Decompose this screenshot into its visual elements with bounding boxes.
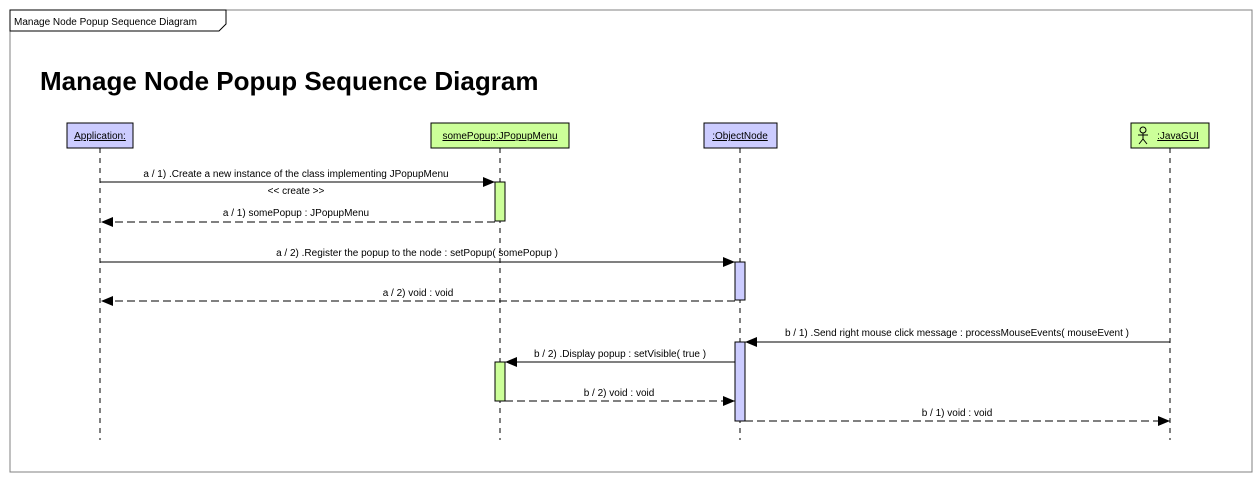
activation-objectnode-2 bbox=[734, 341, 746, 422]
message-return-void-b2[interactable]: b / 2) void : void bbox=[505, 388, 735, 406]
actor-icon bbox=[1138, 126, 1148, 145]
message-label: a / 2) void : void bbox=[383, 288, 454, 299]
arrowhead-filled bbox=[101, 217, 113, 227]
arrowhead-filled bbox=[101, 296, 113, 306]
message-label: a / 2) .Register the popup to the node :… bbox=[276, 248, 558, 259]
lifeline-application[interactable]: Application: bbox=[66, 122, 134, 440]
message-return-somepopup[interactable]: a / 1) somePopup : JPopupMenu bbox=[101, 208, 495, 227]
message-label: a / 1) .Create a new instance of the cla… bbox=[143, 169, 448, 180]
frame-tab bbox=[9, 9, 227, 32]
activation-somepopup-1 bbox=[494, 181, 506, 222]
message-label: b / 2) void : void bbox=[584, 388, 655, 399]
arrowhead-filled bbox=[723, 396, 735, 406]
arrowhead-filled bbox=[745, 337, 757, 347]
message-label: b / 1) void : void bbox=[922, 408, 993, 419]
lifeline-label-objectnode: :ObjectNode bbox=[712, 131, 768, 142]
frame-tab-title: Manage Node Popup Sequence Diagram bbox=[14, 17, 197, 28]
lifeline-label-javagui: :JavaGUI bbox=[1157, 131, 1199, 142]
message-label: b / 1) .Send right mouse click message :… bbox=[785, 328, 1129, 339]
lifeline-somepopup[interactable]: somePopup:JPopupMenu bbox=[430, 122, 570, 440]
lifeline-head-objectnode[interactable] bbox=[703, 122, 778, 149]
lifeline-label-somepopup: somePopup:JPopupMenu bbox=[442, 131, 557, 142]
lifeline-label-application: Application: bbox=[74, 131, 126, 142]
message-process-mouse-events[interactable]: b / 1) .Send right mouse click message :… bbox=[745, 328, 1170, 347]
diagram-frame bbox=[9, 9, 1253, 473]
diagram-title: Manage Node Popup Sequence Diagram bbox=[40, 66, 538, 96]
message-set-popup[interactable]: a / 2) .Register the popup to the node :… bbox=[100, 248, 735, 267]
message-return-void-b1[interactable]: b / 1) void : void bbox=[745, 408, 1170, 426]
message-create-popup[interactable]: a / 1) .Create a new instance of the cla… bbox=[100, 169, 495, 197]
message-label: a / 1) somePopup : JPopupMenu bbox=[223, 208, 369, 219]
lifeline-head-somepopup[interactable] bbox=[430, 122, 570, 149]
message-stereotype: << create >> bbox=[268, 186, 325, 197]
arrowhead-filled bbox=[723, 257, 735, 267]
arrowhead-filled bbox=[1158, 416, 1170, 426]
message-label: b / 2) .Display popup : setVisible( true… bbox=[534, 349, 706, 360]
activation-objectnode-1 bbox=[734, 261, 746, 301]
message-set-visible[interactable]: b / 2) .Display popup : setVisible( true… bbox=[505, 349, 735, 367]
arrowhead-filled bbox=[505, 357, 517, 367]
arrowhead-filled bbox=[483, 177, 495, 187]
message-return-void-a2[interactable]: a / 2) void : void bbox=[101, 288, 735, 306]
activation-somepopup-2 bbox=[494, 361, 506, 402]
lifeline-javagui[interactable]: :JavaGUI bbox=[1130, 122, 1210, 440]
